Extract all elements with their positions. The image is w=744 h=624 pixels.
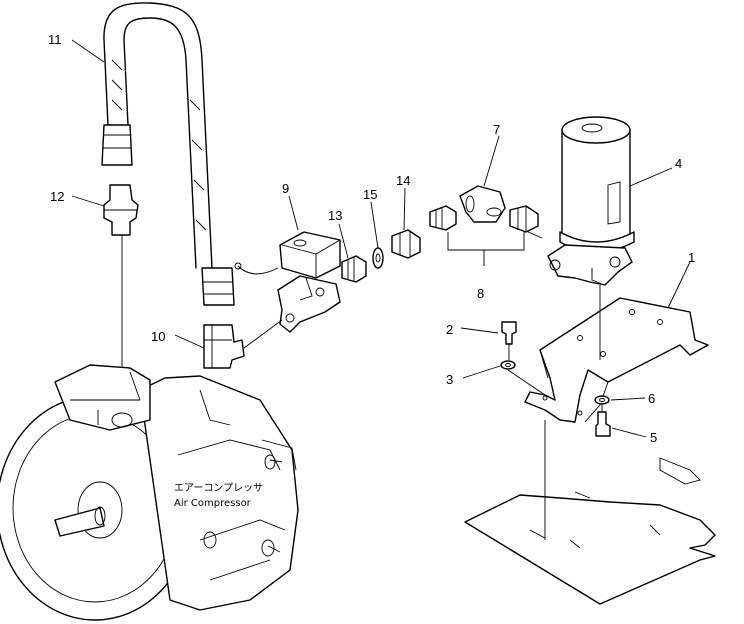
compressor-label-japanese: エアーコンプレッサ [174,482,263,494]
callout-13: 13 [328,208,342,223]
callout-10: 10 [151,329,165,344]
fitting-part-8-left [429,205,457,231]
callout-3: 3 [446,372,453,387]
bracket-part-1 [524,297,709,423]
bolt-part-5 [595,411,611,437]
washer-part-3 [500,360,516,370]
callout-7: 7 [493,122,500,137]
callout-11: 11 [48,32,62,47]
hose-part-11 [101,2,235,306]
elbow-part-7 [459,185,506,223]
callout-1: 1 [688,250,695,265]
callout-numbers: 11 12 10 9 13 15 14 7 8 4 1 2 3 6 5 [48,32,695,445]
nut-part-14 [391,229,421,259]
fitting-part-13 [341,255,367,283]
solenoid-valve-part-9 [234,231,341,333]
callout-14: 14 [396,173,410,188]
bolt-part-2 [501,321,517,345]
callout-15: 15 [363,187,377,202]
callout-9: 9 [282,181,289,196]
callout-4: 4 [675,156,682,171]
elbow-fitting-part-10 [203,319,283,369]
air-filter-part-4 [547,116,635,360]
washer-part-6 [594,395,610,405]
callout-12: 12 [50,189,64,204]
compressor-label-english: Air Compressor [174,498,252,509]
base-plate [464,457,716,605]
callout-2: 2 [446,322,453,337]
callout-8: 8 [477,286,484,301]
callout-6: 6 [648,391,655,406]
air-compressor: エアーコンプレッサ Air Compressor [0,364,299,621]
leader-lines [71,39,691,438]
fitting-part-8-right [509,205,543,239]
callout-5: 5 [650,430,657,445]
washer-part-15 [372,247,384,269]
